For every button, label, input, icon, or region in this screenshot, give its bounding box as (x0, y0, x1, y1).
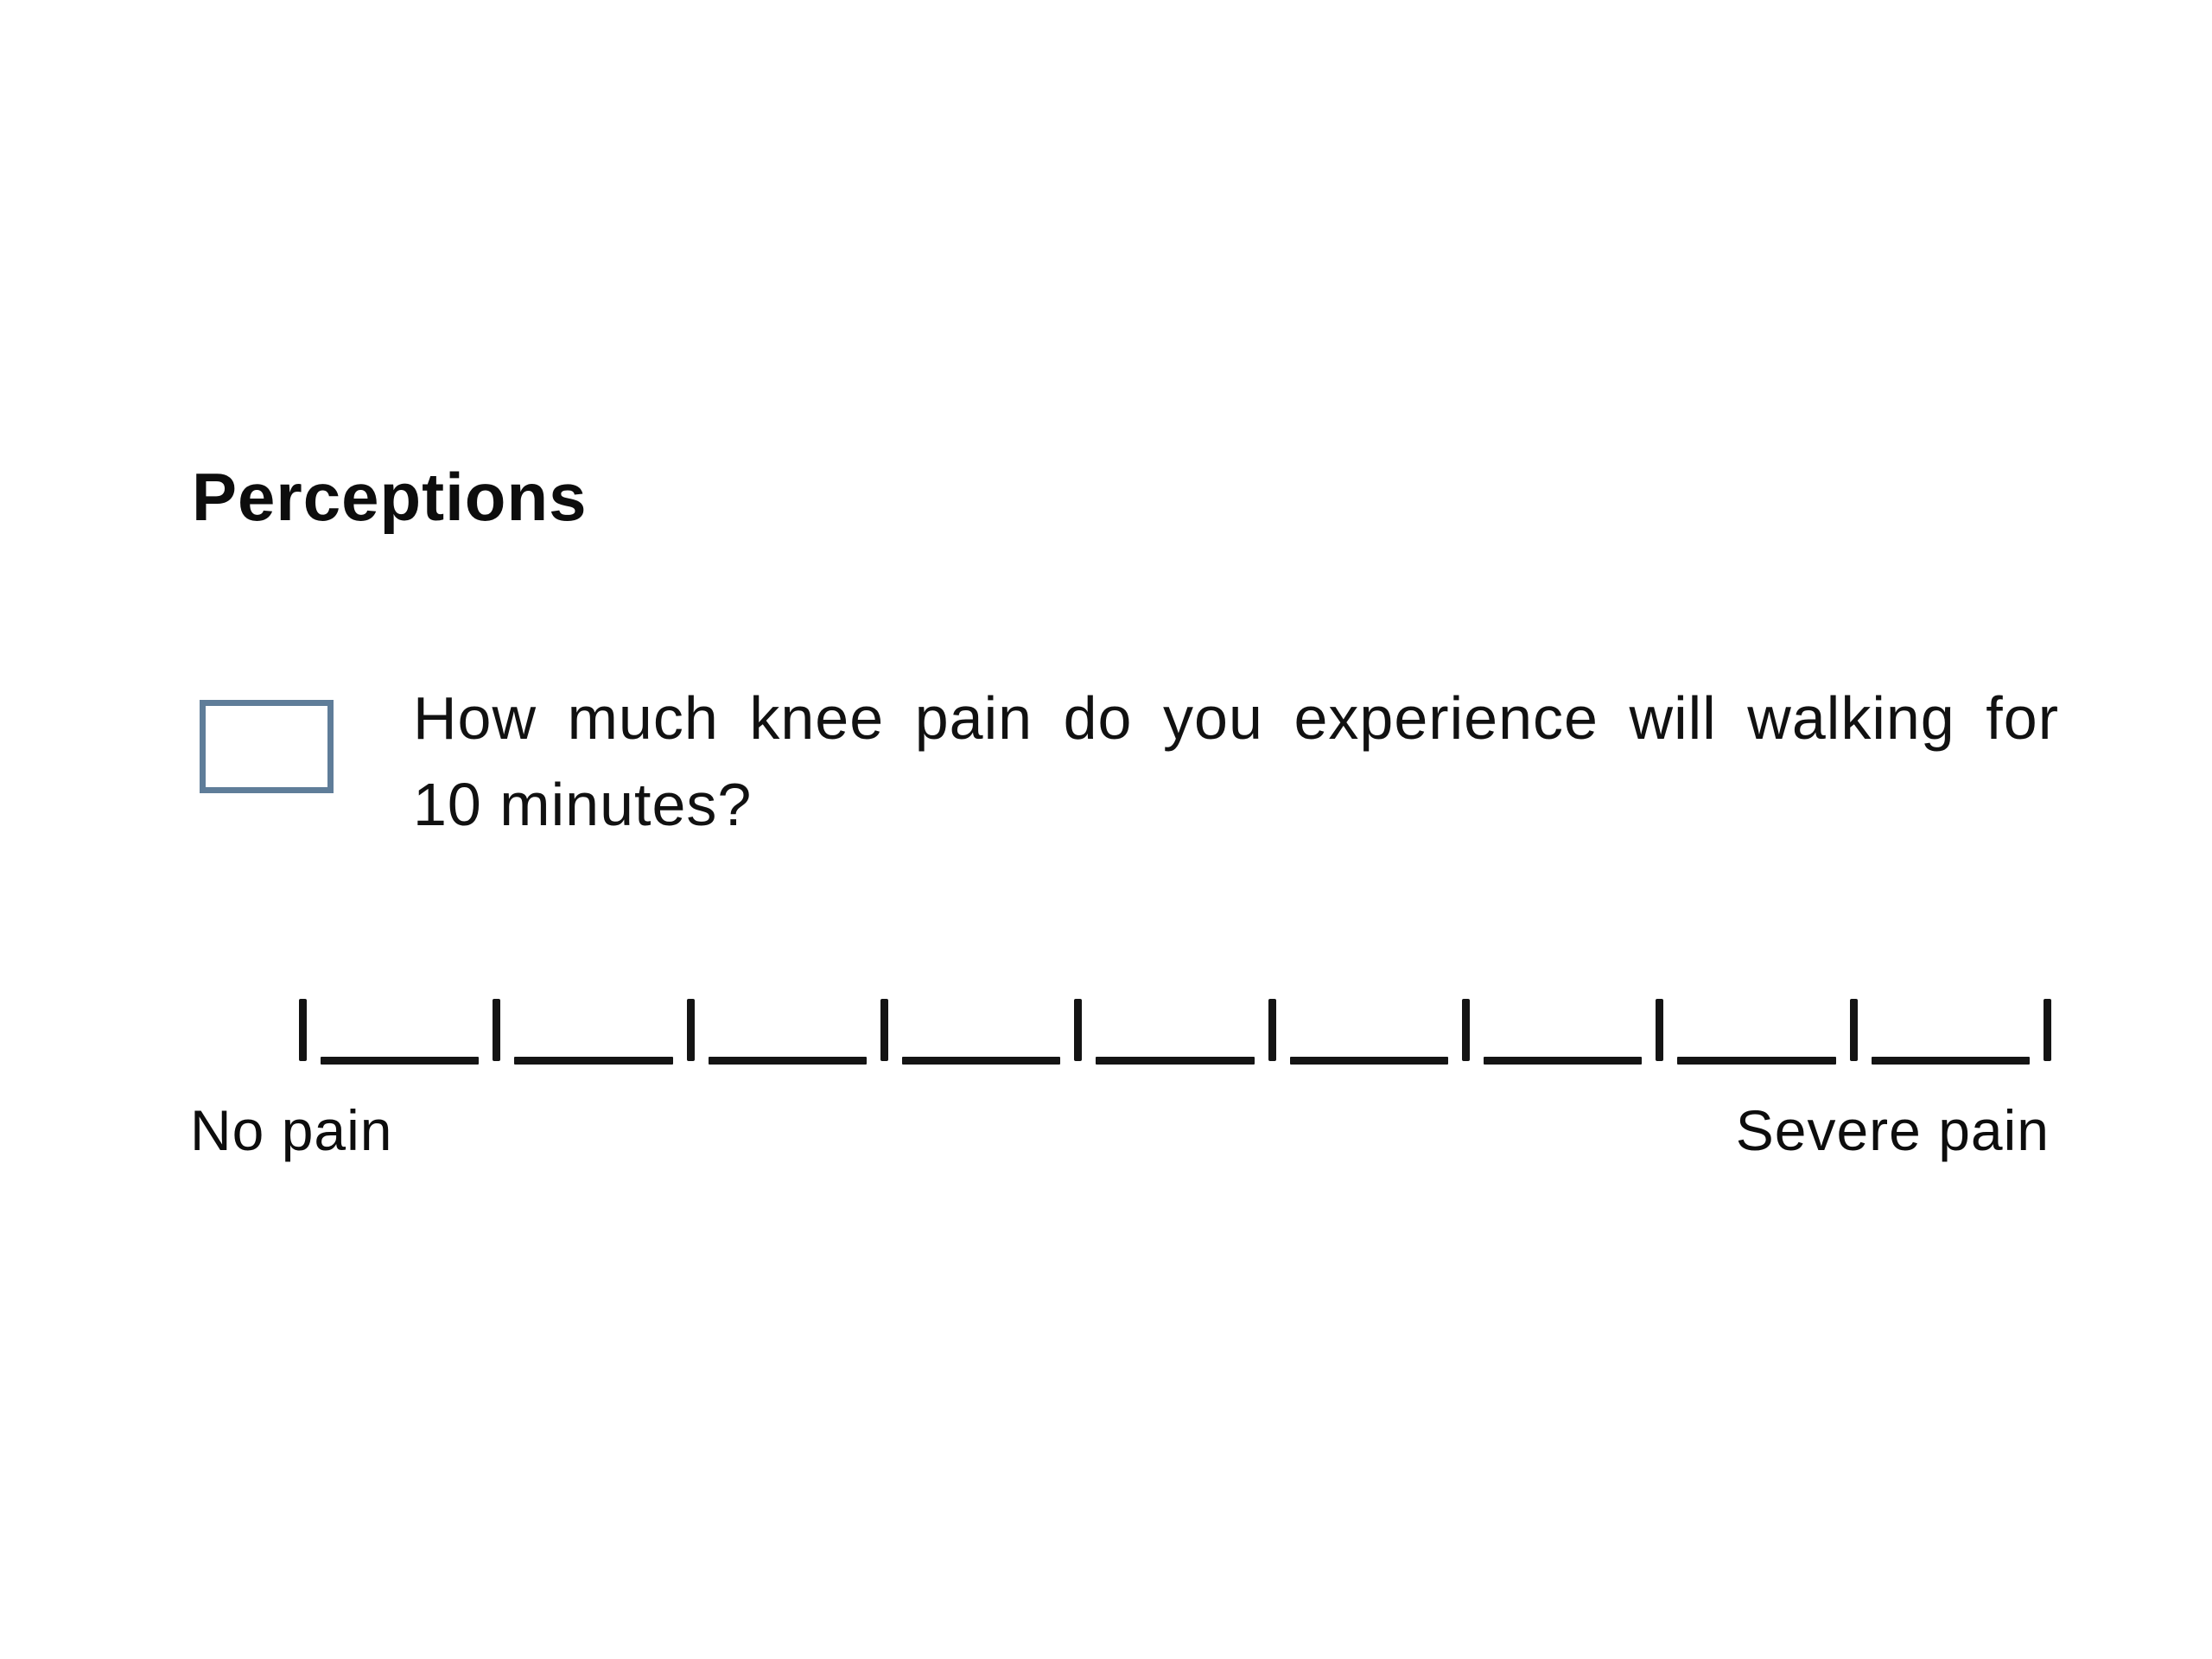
question-checkbox[interactable] (200, 700, 334, 793)
scale-segment[interactable] (514, 1057, 673, 1065)
scale-segment[interactable] (1677, 1057, 1836, 1065)
scale-tick[interactable] (2043, 999, 2051, 1061)
scale-tick[interactable] (1074, 999, 1083, 1061)
question-text-line-1: How much knee pain do you experience wil… (413, 684, 2059, 752)
scale-segment[interactable] (901, 1057, 1061, 1065)
question-text: How much knee pain do you experience wil… (413, 675, 2059, 848)
question-text-line-2: 10 minutes? (413, 771, 753, 838)
scale-segment[interactable] (1289, 1057, 1448, 1065)
scale-segment[interactable] (1871, 1057, 2030, 1065)
scale-segment[interactable] (1096, 1057, 1255, 1065)
scale-tick[interactable] (1656, 999, 1664, 1061)
scale-tick[interactable] (686, 999, 695, 1061)
scale-label-severe-pain: Severe pain (1735, 1098, 2050, 1162)
pain-scale[interactable] (299, 999, 2051, 1065)
scale-tick[interactable] (1461, 999, 1470, 1061)
scale-label-no-pain: No pain (190, 1098, 393, 1162)
scale-tick[interactable] (880, 999, 888, 1061)
scale-tick[interactable] (1849, 999, 1858, 1061)
scale-segment[interactable] (708, 1057, 867, 1065)
scale-tick[interactable] (299, 999, 307, 1061)
scale-segment[interactable] (1483, 1057, 1643, 1065)
section-heading: Perceptions (192, 459, 588, 535)
scale-tick[interactable] (1268, 999, 1276, 1061)
scale-tick[interactable] (493, 999, 501, 1061)
scale-segment[interactable] (321, 1057, 480, 1065)
